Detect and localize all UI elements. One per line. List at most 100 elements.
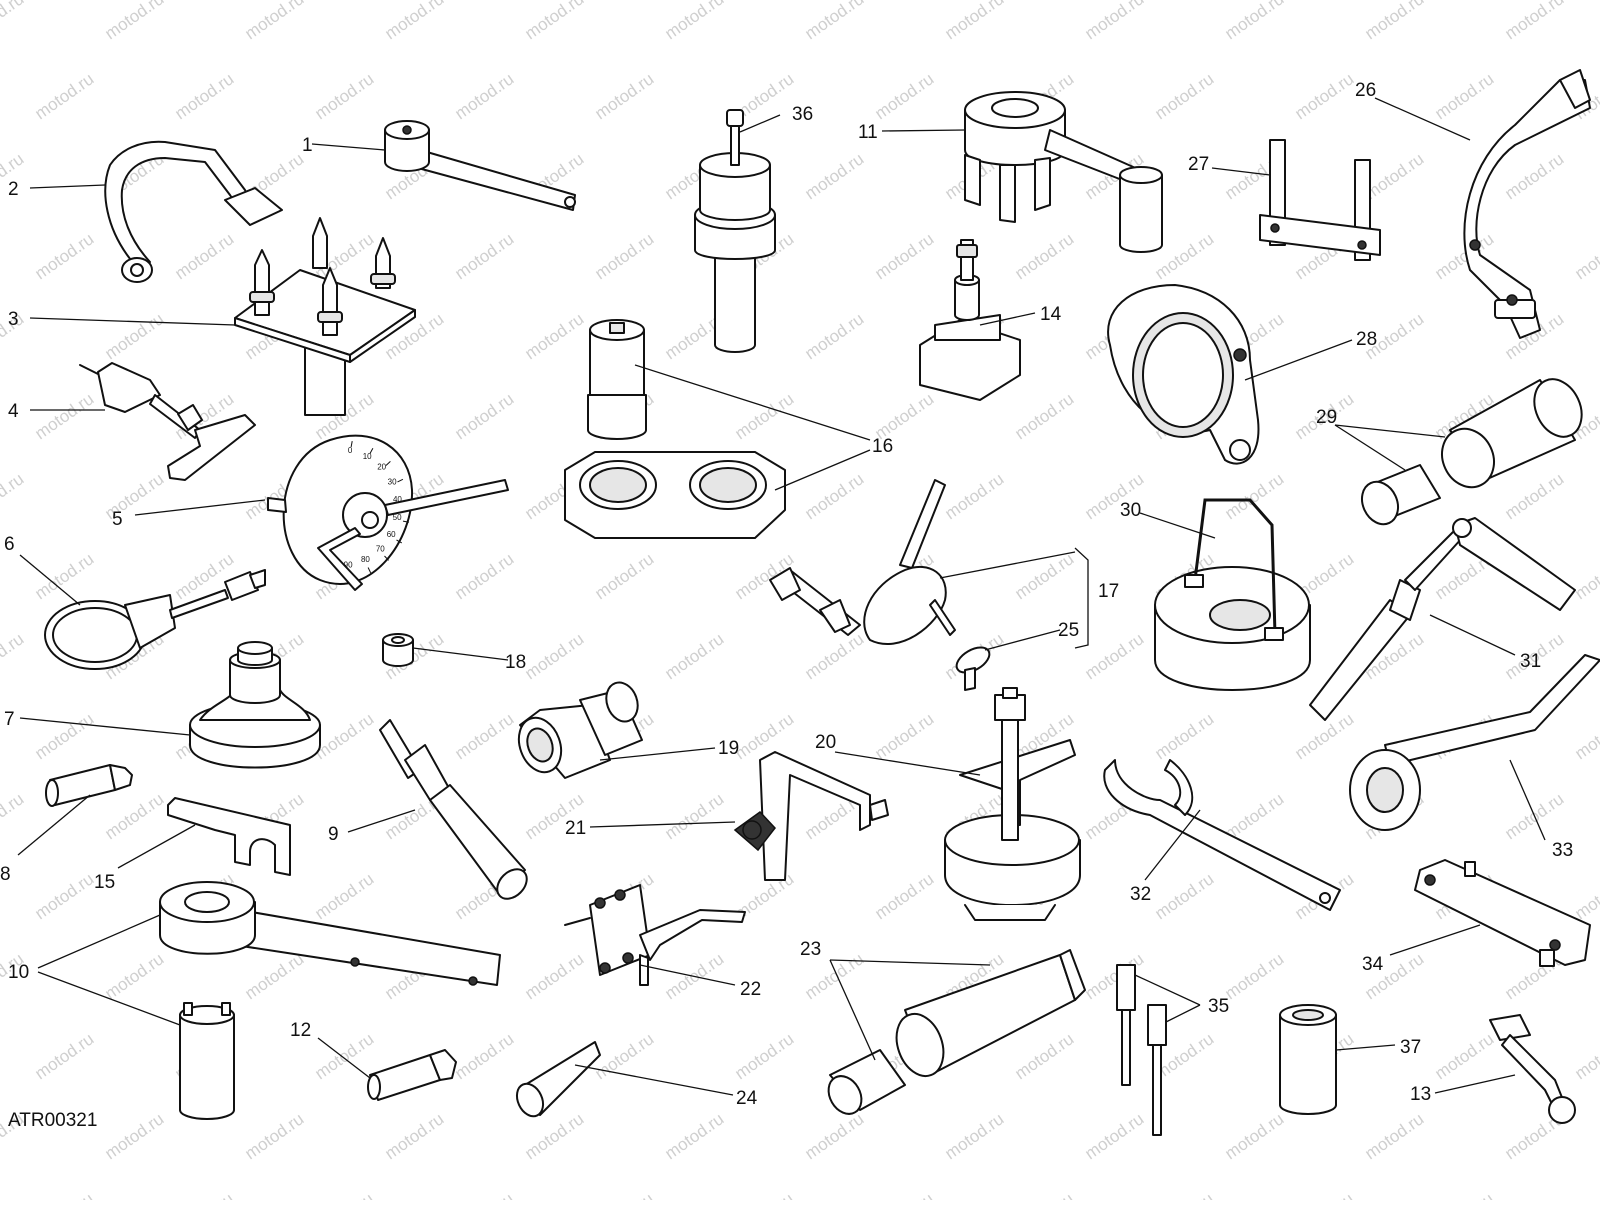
label-18: 18 [505,652,526,673]
tool-3-pin-plate [234,217,416,416]
tool-14-fork-holder [919,239,1021,401]
watermark-text: motod.ru [941,0,1007,43]
watermark-text: motod.ru [0,789,27,843]
label-6: 6 [4,534,15,555]
watermark-text: motod.ru [1501,149,1567,203]
label-3: 3 [8,309,19,330]
tool-35-pins [1116,964,1167,1136]
tool-15-gauge-plate [167,797,291,876]
watermark-text: motod.ru [731,709,797,763]
watermark-text: motod.ru [1501,0,1567,43]
label-23: 23 [800,939,821,960]
watermark-text: motod.ru [591,549,657,603]
watermark-text: motod.ru [661,1109,727,1163]
label-9: 9 [328,824,339,845]
watermark-text: motod.ru [241,0,307,43]
label-12: 12 [290,1020,311,1041]
dial-tick-label: 40 [393,495,402,504]
watermark-text: motod.ru [731,1029,797,1083]
watermark-text: motod.ru [1151,1189,1217,1200]
tool-21-bracket [733,751,889,881]
tool-6-strap-wrench [44,569,266,670]
label-37: 37 [1400,1037,1421,1058]
watermark-text: motod.ru [171,69,237,123]
label-2: 2 [8,179,19,200]
dial-tick [367,567,372,574]
tool-13-offset-crank [1489,1014,1576,1124]
watermark-text: motod.ru [241,1109,307,1163]
label-16: 16 [872,436,893,457]
watermark-text: motod.ru [801,0,867,43]
watermark-text: motod.ru [311,869,377,923]
label-25: 25 [1058,620,1079,641]
watermark-text: motod.ru [871,1189,937,1200]
watermark-text: motod.ru [451,1029,517,1083]
watermark-text: motod.ru [801,309,867,363]
watermark-text: motod.ru [1151,869,1217,923]
watermark-text: motod.ru [101,949,167,1003]
watermark-text: motod.ru [311,69,377,123]
watermark-text: motod.ru [1221,0,1287,43]
watermark-text: motod.ru [1081,629,1147,683]
watermark-text: motod.ru [31,869,97,923]
watermark-text: motod.ru [101,1109,167,1163]
label-24: 24 [736,1088,758,1109]
tool-26-arc-bracket [1463,69,1591,339]
dial-tick [369,447,374,454]
label-5: 5 [112,509,123,530]
tool-30-cup-handle [1154,498,1311,691]
dial-tick-label: 70 [376,545,385,554]
dial-tick [397,478,404,483]
tool-19-double-socket [517,681,643,779]
label-35: 35 [1208,996,1229,1017]
tool-32-hook-spanner [1103,759,1341,911]
watermark-text: motod.ru [451,69,517,123]
watermark-text: motod.ru [661,629,727,683]
watermark-text: motod.ru [31,549,97,603]
watermark-text: motod.ru [1221,949,1287,1003]
label-20: 20 [815,732,836,753]
watermark-text: motod.ru [941,1109,1007,1163]
label-28: 28 [1356,329,1377,350]
tool-37-socket [1279,1004,1337,1115]
watermark-text: motod.ru [591,1029,657,1083]
tool-18-bushing [382,633,414,667]
watermark-text: motod.ru [871,69,937,123]
watermark-text: motod.ru [241,949,307,1003]
watermark-text: motod.ru [451,1189,517,1200]
watermark-text: motod.ru [591,69,657,123]
dial-tick-label: 60 [387,530,396,539]
watermark-text: motod.ru [451,229,517,283]
label-1: 1 [302,135,313,156]
dial-tick-label: 20 [377,463,386,472]
label-15: 15 [94,872,115,893]
drawing-code: ATR00321 [8,1110,97,1131]
tool-16-socket-ring-holder [564,319,786,539]
watermark-text: motod.ru [171,229,237,283]
dial-tick-label: 90 [344,560,353,569]
watermark-text: motod.ru [381,0,447,43]
tool-1-pin-spanner [384,120,576,211]
label-13: 13 [1410,1084,1431,1105]
dial-tick-label: 50 [393,513,402,522]
dial-tick-label: 0 [348,446,353,455]
watermark-text: motod.ru [1221,1109,1287,1163]
watermark-text: motod.ru [1361,1109,1427,1163]
dial-tick-label: 10 [363,452,372,461]
label-33: 33 [1552,840,1573,861]
watermark-text: motod.ru [521,1109,587,1163]
label-11: 11 [858,122,878,143]
tool-22-puller [564,884,746,986]
tool-9-knurled-driver [379,719,528,900]
tool-7-bell-holder [189,641,321,769]
tool-17-adjuster [769,479,991,691]
watermark-text: motod.ru [1151,709,1217,763]
watermark-text: motod.ru [521,0,587,43]
watermark-text: motod.ru [1501,469,1567,523]
watermark-text: motod.ru [31,389,97,443]
watermark-text: motod.ru [101,789,167,843]
